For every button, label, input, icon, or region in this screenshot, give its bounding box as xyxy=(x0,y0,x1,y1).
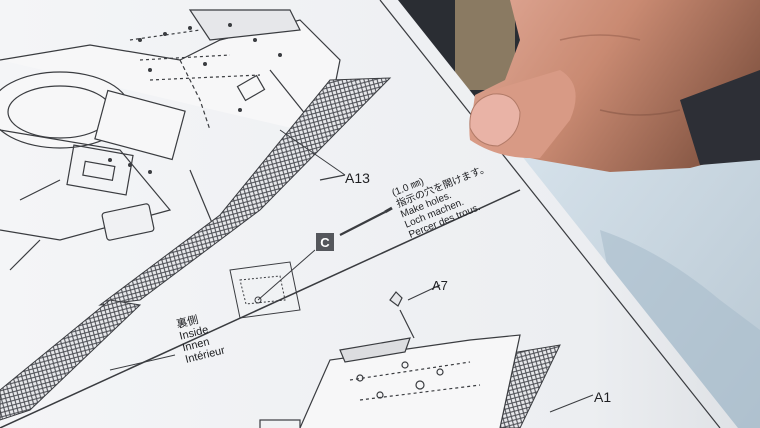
instruction-sheet xyxy=(0,0,738,428)
background-box xyxy=(455,0,515,90)
mesh-strip-upper xyxy=(98,77,392,306)
sheet-step-border xyxy=(0,189,521,428)
hand xyxy=(469,0,760,172)
mesh-strip-lower xyxy=(0,299,142,421)
thumbnail xyxy=(469,93,521,147)
tool-marker: C xyxy=(316,233,334,251)
hull-rivets xyxy=(108,23,282,174)
sleeve xyxy=(680,70,760,165)
sheet-frame-line xyxy=(379,0,721,428)
hull-drawing-upper xyxy=(0,9,346,271)
hull-drawing-lower xyxy=(259,291,521,428)
part-label-a1: A1 xyxy=(594,389,611,405)
part-label-a13: A13 xyxy=(345,170,370,186)
tool-marker-letter: C xyxy=(320,235,330,250)
leader-lines xyxy=(109,129,594,413)
tool-inset xyxy=(229,206,393,319)
drill-bit xyxy=(339,211,386,236)
part-label-a7: A7 xyxy=(432,278,448,293)
